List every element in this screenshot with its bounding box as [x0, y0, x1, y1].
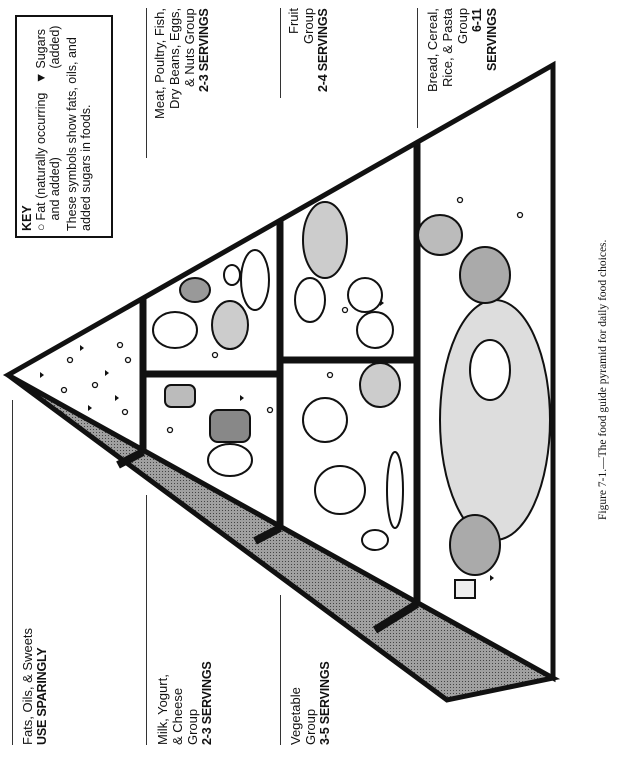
divider-rule	[146, 8, 147, 158]
fish-icon	[240, 249, 270, 311]
divider-rule	[280, 8, 281, 98]
milk-label-line1: Milk, Yogurt,	[155, 674, 170, 745]
key-note: These symbols show fats, oils, and added…	[65, 37, 93, 231]
label-bread-group: Bread, Cereal, Rice, & Pasta Group 6-11 …	[425, 8, 500, 108]
vegetable-servings: 3-5 SERVINGS	[318, 661, 332, 745]
vegetable-label-line1: Vegetable	[288, 687, 303, 745]
egg-icon	[223, 264, 241, 286]
divider-rule	[280, 595, 281, 745]
meat-label-line2: Dry Beans, Eggs,	[167, 8, 182, 110]
bread-label-line3: Group	[455, 8, 470, 45]
sugar-triangle-icon: ▼	[34, 71, 48, 84]
milk-glass-icon	[164, 384, 196, 408]
label-vegetable-group: Vegetable Group 3-5 SERVINGS	[288, 600, 333, 745]
milk-label-line3: Group	[185, 708, 200, 745]
meat-label-line3: & Nuts Group	[182, 8, 197, 87]
fruit-label-line2: Group	[301, 8, 316, 45]
grapes-icon	[302, 201, 348, 279]
nuts-icon	[211, 300, 249, 350]
fats-label-line1: Fats, Oils, & Sweets	[20, 627, 35, 745]
key-title: KEY	[20, 205, 34, 231]
rice-bowl-icon	[449, 514, 501, 576]
divider-rule	[12, 400, 13, 745]
key-sugar-entry: ▼ Sugars (added)	[34, 22, 62, 84]
potato-icon	[361, 529, 389, 551]
food-illustrations	[152, 201, 551, 599]
bread-slice-icon	[469, 339, 511, 401]
key-fat-entry: ○ Fat (naturally occurring and added)	[34, 88, 62, 231]
meat-servings: 2-3 SERVINGS	[197, 8, 211, 92]
milk-servings: 2-3 SERVINGS	[200, 661, 214, 745]
label-milk-group: Milk, Yogurt, & Cheese Group 2-3 SERVING…	[155, 560, 215, 745]
steak-icon	[179, 277, 211, 303]
milk-label-line2: & Cheese	[170, 687, 185, 745]
apple-icon	[347, 277, 383, 313]
chicken-icon	[152, 311, 198, 349]
key-legend: KEY ○ Fat (naturally occurring and added…	[15, 15, 113, 238]
bread-servings-count: 6-11	[470, 8, 484, 32]
figure-caption: Figure 7-1.—The food guide pyramid for d…	[597, 239, 609, 521]
bread-label-line1: Bread, Cereal,	[425, 8, 440, 92]
key-fat-label: Fat (naturally occurring and added)	[34, 92, 62, 221]
fruit-servings: 2-4 SERVINGS	[316, 8, 330, 92]
carrot-icon	[386, 451, 404, 529]
key-symbols: ○ Fat (naturally occurring and added) ▼ …	[34, 22, 62, 231]
broccoli-icon	[302, 397, 348, 443]
bread-label-line2: Rice, & Pasta	[440, 8, 455, 87]
divider-rule	[417, 8, 418, 128]
fat-circle-icon: ○	[34, 223, 48, 231]
cereal-bowl-icon	[417, 214, 463, 256]
fruit-label-line1: Fruit	[286, 8, 301, 34]
section-dividers	[116, 142, 421, 634]
bread-servings-label: SERVINGS	[485, 8, 499, 71]
bread-loaf-icon	[439, 299, 551, 541]
onion-icon	[359, 362, 401, 408]
yogurt-icon	[209, 409, 251, 443]
fats-servings: USE SPARINGLY	[35, 647, 49, 745]
pasta-plate-icon	[459, 246, 511, 304]
label-meat-group: Meat, Poultry, Fish, Dry Beans, Eggs, & …	[152, 8, 212, 158]
cheese-icon	[207, 443, 253, 477]
label-fruit-group: Fruit Group 2-4 SERVINGS	[286, 8, 331, 108]
divider-rule	[146, 495, 147, 745]
key-sugar-label: Sugars (added)	[34, 25, 62, 69]
meat-label-line1: Meat, Poultry, Fish,	[152, 8, 167, 120]
vegetable-label-line2: Group	[303, 708, 318, 745]
crackers-icon	[454, 579, 476, 599]
banana-icon	[294, 277, 326, 323]
label-fats-oils-sweets: Fats, Oils, & Sweets USE SPARINGLY	[20, 540, 50, 745]
orange-icon	[356, 311, 394, 349]
lettuce-icon	[314, 465, 366, 515]
